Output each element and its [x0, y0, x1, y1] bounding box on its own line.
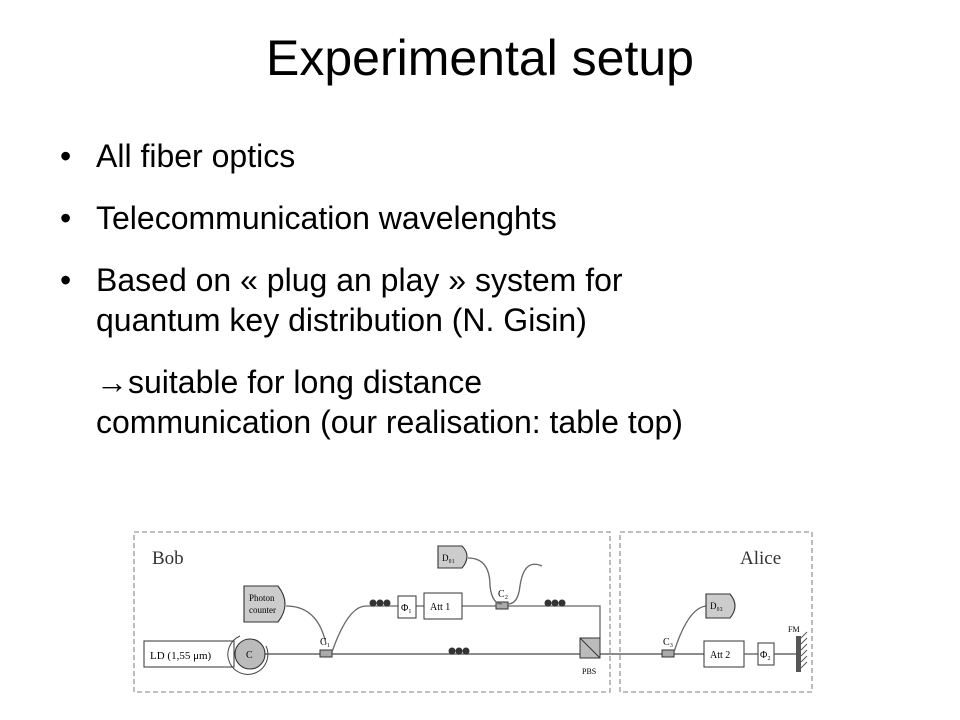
pbs-diagonal: [579, 637, 601, 659]
faraday-mirror-hatch: [800, 631, 808, 669]
sub-note: →suitable for long distance communicatio…: [60, 362, 940, 442]
bob-section-box: [133, 531, 611, 693]
fiber-c3-to-d03: [673, 605, 707, 653]
alice-section-box: [619, 531, 813, 693]
attenuator-1-label: Att 1: [430, 602, 450, 613]
laser-diode-label: LD (1,55 μm): [150, 650, 212, 662]
bullet-text: All fiber optics: [96, 138, 296, 174]
photon-counter-label-2: counter: [249, 605, 276, 615]
bullet-dot: •: [60, 262, 72, 298]
slide-title: Experimental setup: [265, 30, 694, 86]
coupler-c3-label: C₃: [663, 637, 673, 648]
faraday-mirror: [796, 636, 801, 672]
setup-diagram: Bob Alice LD (1,55 μm) C Photon counter …: [133, 531, 813, 693]
detector-d03-symbol: [705, 593, 736, 619]
coupler-c3: [661, 649, 675, 658]
bullet-item: • Telecommunication wavelenghts: [60, 198, 940, 238]
bob-label: Bob: [152, 548, 184, 569]
bullet-text-line: Based on « plug an play » system for: [96, 262, 623, 298]
bullet-dot: •: [60, 138, 72, 174]
detector-d01-label: D₀₁: [442, 553, 455, 563]
fiber-d01-to-c2: [467, 557, 503, 605]
alice-label: Alice: [740, 548, 781, 569]
coupler-c2: [495, 601, 509, 610]
coupler-c1: [319, 649, 333, 658]
bullet-dot: •: [60, 200, 72, 236]
attenuator-2-label: Att 2: [710, 650, 730, 661]
polarization-controller-2: [544, 599, 566, 607]
note-line: →suitable for long distance: [96, 364, 482, 400]
bullet-item: • All fiber optics: [60, 136, 940, 176]
attenuator-2: [703, 640, 745, 668]
fiber-c2-loop: [507, 563, 543, 605]
circulator-arrow: [227, 635, 269, 675]
fiber-upper-arm: [331, 605, 601, 653]
bullet-list: • All fiber optics • Telecommunication w…: [60, 136, 940, 442]
bullet-text-line: quantum key distribution (N. Gisin): [96, 302, 587, 338]
bullet-item: • Based on « plug an play » system for q…: [60, 260, 940, 340]
polarization-controller-1: [369, 599, 391, 607]
polarization-controller-3: [448, 647, 470, 655]
faraday-mirror-label: FM: [788, 625, 800, 634]
bullet-text: Telecommunication wavelenghts: [96, 200, 557, 236]
phase-modulator-1: [397, 595, 417, 619]
coupler-c2-label: C₂: [498, 589, 508, 600]
photon-counter-label-1: Photon: [249, 593, 275, 603]
detector-d03-label: D₀₃: [710, 601, 723, 611]
coupler-c1-label: C₁: [320, 637, 330, 648]
photon-counter-symbol: [243, 585, 286, 623]
circulator-label: C: [246, 650, 253, 661]
detector-d01-symbol: [437, 545, 468, 569]
fiber-counter-to-c1: [285, 605, 327, 645]
circulator-symbol: [234, 638, 266, 670]
laser-diode-box: [143, 640, 235, 668]
note-line: communication (our realisation: table to…: [96, 404, 683, 440]
phase-modulator-2-label: Φ₂: [760, 650, 771, 661]
pbs-label: PBS: [582, 667, 596, 676]
phase-modulator-1-label: Φ₁: [401, 603, 412, 614]
attenuator-1: [423, 592, 463, 620]
